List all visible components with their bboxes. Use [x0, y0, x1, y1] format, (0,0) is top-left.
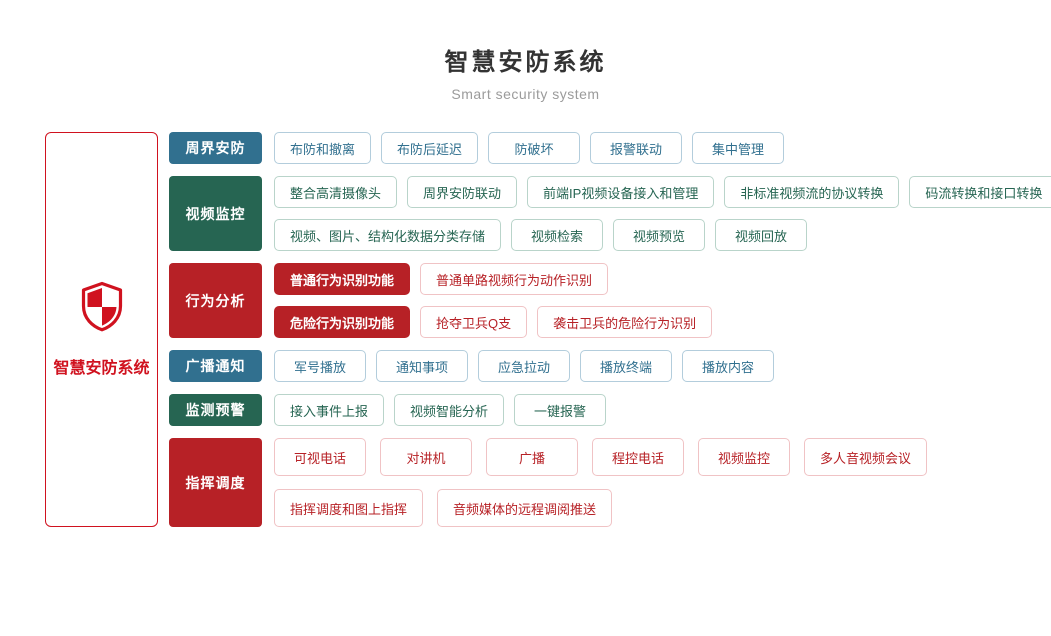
page-title: 智慧安防系统: [444, 49, 607, 76]
feature-item: 对讲机: [380, 438, 472, 476]
feature-item: 视频、图片、结构化数据分类存储: [274, 219, 502, 251]
item-row: 指挥调度和图上指挥音频媒体的远程调阅推送: [274, 489, 927, 527]
category-label-monitor-warning: 监测预警: [169, 394, 262, 426]
group-monitor-warning: 监测预警接入事件上报视频智能分析一键报警: [169, 394, 1051, 426]
category-label-behavior-analysis: 行为分析: [169, 263, 262, 338]
feature-item: 防破坏: [488, 132, 581, 164]
feature-item: 码流转换和接口转换: [909, 176, 1051, 208]
feature-item: 播放内容: [682, 350, 774, 382]
feature-item: 视频回放: [715, 219, 808, 251]
group-video-surveillance: 视频监控整合高清摄像头周界安防联动前端IP视频设备接入和管理非标准视频流的协议转…: [169, 176, 1051, 251]
item-row: 可视电话对讲机广播程控电话视频监控多人音视频会议: [274, 438, 928, 476]
feature-item: 布防后延迟: [381, 132, 479, 164]
feature-item: 军号播放: [274, 350, 366, 382]
feature-item: 布防和撤离: [274, 132, 372, 164]
system-root-node: 智慧安防系统: [45, 132, 158, 527]
feature-item: 袭击卫兵的危险行为识别: [537, 306, 713, 338]
feature-item: 多人音视频会议: [804, 438, 928, 476]
feature-item: 接入事件上报: [274, 394, 385, 426]
group-items-command-dispatch: 可视电话对讲机广播程控电话视频监控多人音视频会议指挥调度和图上指挥音频媒体的远程…: [274, 438, 928, 527]
system-root-label: 智慧安防系统: [53, 360, 150, 377]
shield-icon: [78, 281, 126, 338]
feature-item: 程控电话: [592, 438, 684, 476]
feature-item: 播放终端: [580, 350, 672, 382]
feature-item: 视频预览: [613, 219, 706, 251]
item-row: 接入事件上报视频智能分析一键报警: [274, 394, 607, 426]
feature-item: 前端IP视频设备接入和管理: [527, 176, 715, 208]
feature-item: 指挥调度和图上指挥: [274, 489, 424, 527]
feature-item: 视频检索: [511, 219, 604, 251]
feature-item: 普通单路视频行为动作识别: [420, 263, 609, 295]
feature-item: 视频智能分析: [394, 394, 505, 426]
feature-item: 通知事项: [376, 350, 468, 382]
feature-item: 集中管理: [692, 132, 785, 164]
item-row: 军号播放通知事项应急拉动播放终端播放内容: [274, 350, 774, 382]
group-perimeter-security: 周界安防布防和撤离布防后延迟防破坏报警联动集中管理: [169, 132, 1051, 164]
group-broadcast-notice: 广播通知军号播放通知事项应急拉动播放终端播放内容: [169, 350, 1051, 382]
category-label-video-surveillance: 视频监控: [169, 176, 262, 251]
item-row: 布防和撤离布防后延迟防破坏报警联动集中管理: [274, 132, 785, 164]
item-row: 整合高清摄像头周界安防联动前端IP视频设备接入和管理非标准视频流的协议转换码流转…: [274, 176, 1051, 208]
feature-item: 周界安防联动: [407, 176, 518, 208]
category-label-perimeter-security: 周界安防: [169, 132, 262, 164]
group-items-perimeter-security: 布防和撤离布防后延迟防破坏报警联动集中管理: [274, 132, 785, 164]
page-header: 智慧安防系统 Smart security system: [0, 0, 1051, 102]
feature-item: 可视电话: [274, 438, 366, 476]
category-label-broadcast-notice: 广播通知: [169, 350, 262, 382]
feature-item: 一键报警: [514, 394, 607, 426]
group-command-dispatch: 指挥调度可视电话对讲机广播程控电话视频监控多人音视频会议指挥调度和图上指挥音频媒…: [169, 438, 1051, 527]
feature-groups: 周界安防布防和撤离布防后延迟防破坏报警联动集中管理视频监控整合高清摄像头周界安防…: [169, 132, 1051, 527]
group-items-behavior-analysis: 普通行为识别功能普通单路视频行为动作识别危险行为识别功能抢夺卫兵Q支袭击卫兵的危…: [274, 263, 713, 338]
group-items-monitor-warning: 接入事件上报视频智能分析一键报警: [274, 394, 607, 426]
feature-item: 非标准视频流的协议转换: [724, 176, 900, 208]
item-row: 视频、图片、结构化数据分类存储视频检索视频预览视频回放: [274, 219, 1051, 251]
diagram-body: 智慧安防系统 周界安防布防和撤离布防后延迟防破坏报警联动集中管理视频监控整合高清…: [0, 132, 1051, 527]
feature-item: 广播: [486, 438, 578, 476]
item-row: 危险行为识别功能抢夺卫兵Q支袭击卫兵的危险行为识别: [274, 306, 713, 338]
feature-item: 普通行为识别功能: [274, 263, 411, 295]
feature-item: 抢夺卫兵Q支: [420, 306, 528, 338]
item-row: 普通行为识别功能普通单路视频行为动作识别: [274, 263, 712, 295]
group-items-video-surveillance: 整合高清摄像头周界安防联动前端IP视频设备接入和管理非标准视频流的协议转换码流转…: [274, 176, 1051, 251]
group-behavior-analysis: 行为分析普通行为识别功能普通单路视频行为动作识别危险行为识别功能抢夺卫兵Q支袭击…: [169, 263, 1051, 338]
feature-item: 音频媒体的远程调阅推送: [437, 489, 613, 527]
category-label-command-dispatch: 指挥调度: [169, 438, 262, 527]
group-items-broadcast-notice: 军号播放通知事项应急拉动播放终端播放内容: [274, 350, 774, 382]
feature-item: 整合高清摄像头: [274, 176, 398, 208]
feature-item: 视频监控: [698, 438, 790, 476]
page-subtitle: Smart security system: [451, 86, 600, 102]
feature-item: 报警联动: [590, 132, 683, 164]
feature-item: 危险行为识别功能: [274, 306, 411, 338]
feature-item: 应急拉动: [478, 350, 570, 382]
